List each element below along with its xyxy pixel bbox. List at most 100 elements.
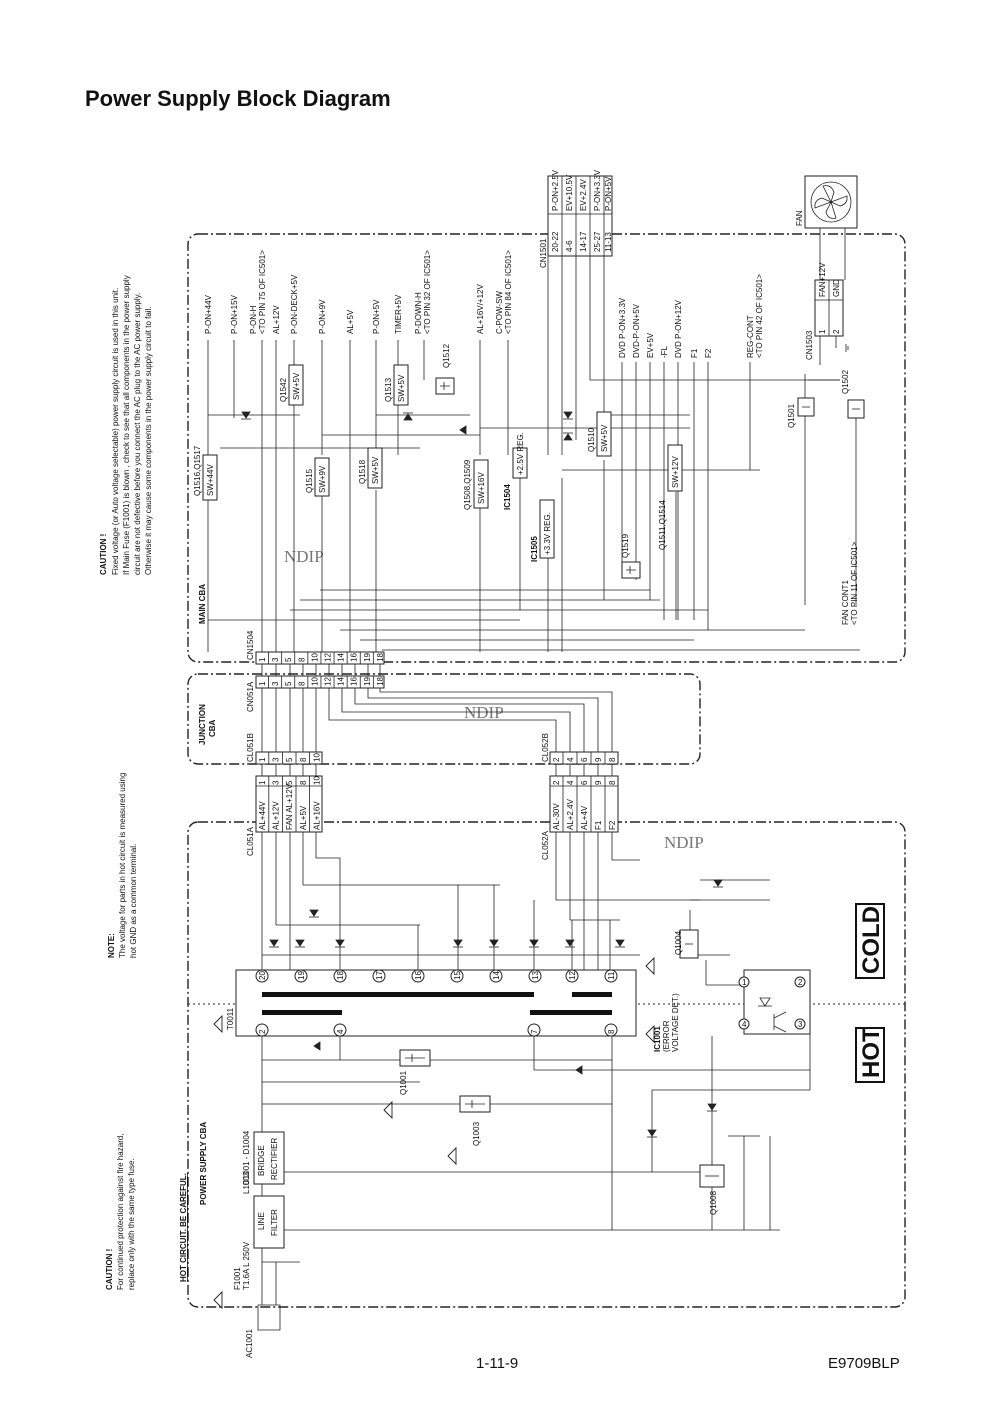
transformer-pin-number: 7 — [530, 1029, 539, 1034]
connector-pin: 18 — [376, 653, 385, 662]
transformer-pin — [604, 1023, 618, 1037]
connector-pin: 12 — [324, 653, 333, 662]
connector-pin: 1 — [258, 657, 267, 662]
svg-text:20-22: 20-22 — [551, 231, 560, 252]
connector-signal: AL+4V — [580, 805, 589, 830]
connector-pin: 16 — [350, 677, 359, 686]
svg-text:IC1505: IC1505 — [530, 536, 539, 562]
svg-text:Fixed voltage (or Auto voltage: Fixed voltage (or Auto voltage selectabl… — [111, 288, 120, 575]
connector-pin: 1 — [258, 780, 267, 785]
junction-drops — [261, 764, 613, 776]
transformer-pin-number: 14 — [492, 971, 501, 980]
secondary-wiring — [261, 832, 770, 986]
svg-text:Q1502: Q1502 — [841, 369, 850, 394]
svg-text:3: 3 — [798, 1020, 803, 1029]
svg-text:SW+5V: SW+5V — [600, 424, 609, 452]
connector-pin: 8 — [299, 780, 308, 785]
svg-text:CN1503: CN1503 — [805, 330, 814, 360]
svg-text:Q1508,Q1509: Q1508,Q1509 — [463, 459, 472, 510]
transformer-pin-number: 15 — [453, 971, 462, 980]
svg-text:F1: F1 — [690, 348, 699, 358]
transformer-pin — [372, 969, 386, 983]
svg-text:circuit are not defective befo: circuit are not defective before you con… — [133, 293, 142, 575]
connector-pin: 5 — [285, 780, 294, 785]
cn1501-connector: CN1501 20-22 P-ON+2.5V 4-6 EV+10.5V 14-1… — [539, 169, 613, 268]
svg-text:(ERROR: (ERROR — [662, 1020, 671, 1052]
svg-text:IC1504: IC1504 — [503, 484, 512, 510]
svg-text:CL052A: CL052A — [541, 830, 550, 860]
svg-text:-FL: -FL — [660, 345, 669, 358]
svg-text:25-27: 25-27 — [593, 231, 602, 252]
svg-text:Q1001: Q1001 — [399, 1070, 408, 1095]
transformer-pin-number: 8 — [607, 1029, 616, 1034]
svg-text:Q1501: Q1501 — [787, 403, 796, 428]
svg-text:hot GND as a common terminal.: hot GND as a common terminal. — [129, 844, 138, 958]
connector-pin: 8 — [608, 780, 617, 785]
connector-pin: 16 — [350, 653, 359, 662]
svg-text:CL052B: CL052B — [541, 733, 550, 762]
svg-text:2: 2 — [798, 978, 803, 987]
fan-icon: FAN — [795, 175, 858, 229]
watermark: NDIP — [284, 547, 324, 566]
connector-pin: 3 — [272, 780, 281, 785]
watermark: NDIP — [464, 703, 504, 722]
svg-text:4: 4 — [742, 1020, 747, 1029]
svg-text:P-ON+15V: P-ON+15V — [230, 294, 239, 334]
svg-text:VOLTAGE DET.): VOLTAGE DET.) — [671, 993, 680, 1052]
transformer-pin-number: 11 — [607, 971, 616, 980]
svg-text:Otherwise it may cause some co: Otherwise it may cause some components i… — [144, 306, 153, 575]
svg-text:Q1518: Q1518 — [358, 459, 367, 484]
hot-circuit-warning: HOT CIRCUIT. BE CAREFUL. — [179, 1173, 188, 1282]
svg-text:CAUTION !: CAUTION ! — [99, 534, 108, 575]
svg-text:P-ON+5V: P-ON+5V — [604, 176, 613, 211]
connector-pin: 1 — [258, 757, 267, 762]
connector-pin: 5 — [285, 757, 294, 762]
svg-text:T1.6A L 250V: T1.6A L 250V — [242, 1241, 251, 1290]
svg-text:CN1504: CN1504 — [246, 630, 255, 660]
svg-text:REG-CONT: REG-CONT — [746, 315, 755, 358]
svg-text:IC1001: IC1001 — [653, 1026, 662, 1052]
dvd-output-labels: DVD P-ON+3.3V DVD-P-ON+5V EV+5V -FL DVD … — [618, 274, 764, 358]
svg-text:P-DOWN-H: P-DOWN-H — [414, 292, 423, 334]
connector-pin: 2 — [552, 757, 561, 762]
transformer-pin — [528, 969, 542, 983]
transformer-pin — [450, 969, 464, 983]
connector-signal: AL+5V — [299, 805, 308, 830]
connector-pin: 5 — [284, 657, 293, 662]
svg-text:CL051B: CL051B — [246, 733, 255, 762]
svg-text:CN051A: CN051A — [246, 681, 255, 712]
connector-pin: 8 — [299, 757, 308, 762]
transformer-pin — [489, 969, 503, 983]
svg-text:SW+5V: SW+5V — [371, 456, 380, 484]
page-title: Power Supply Block Diagram — [85, 86, 391, 111]
connector-signal: F1 — [594, 820, 603, 830]
svg-text:EV+5V: EV+5V — [646, 332, 655, 358]
transformer-pin — [411, 969, 425, 983]
svg-text:DVD P-ON+3.3V: DVD P-ON+3.3V — [618, 297, 627, 358]
junction-wires — [261, 664, 613, 752]
svg-text:EV+10.5V: EV+10.5V — [565, 174, 574, 211]
svg-text:LINE: LINE — [257, 1212, 266, 1230]
svg-text:CBA: CBA — [208, 719, 217, 737]
connector-pin: 8 — [608, 757, 617, 762]
primary-transistors: Q1001 Q1003 Q1004 Q1008 — [399, 929, 725, 1215]
connector-signal: AL+44V — [258, 801, 267, 830]
power-output-labels: P-ON+44V P-ON+15V P-ON-H <TO PIN 75 OF I… — [204, 250, 513, 334]
connector-signal: AL+2.4V — [566, 798, 575, 830]
svg-text:Q1512: Q1512 — [442, 343, 451, 368]
svg-text:<TO PIN 11 OF IC501>: <TO PIN 11 OF IC501> — [850, 541, 859, 625]
transformer-pin — [333, 969, 347, 983]
connector-pin: 10 — [312, 776, 321, 785]
connector-pin: 4 — [566, 757, 575, 762]
transformer-pin-number: 12 — [568, 971, 577, 980]
svg-text:RECTIFIER: RECTIFIER — [270, 1138, 279, 1180]
svg-text:HOT: HOT — [858, 1027, 885, 1078]
svg-text:+2.5V REG.: +2.5V REG. — [516, 432, 525, 475]
svg-text:DVD P-ON+12V: DVD P-ON+12V — [674, 299, 683, 358]
svg-text:AL+16V/+12V: AL+16V/+12V — [476, 284, 485, 334]
connector-pin: 8 — [297, 681, 306, 686]
connector-pin: 19 — [363, 653, 372, 662]
